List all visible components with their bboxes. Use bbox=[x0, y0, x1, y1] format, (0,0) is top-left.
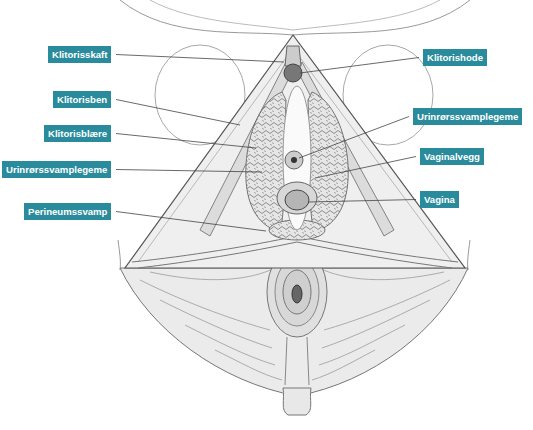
vestibule-ellipse bbox=[285, 190, 309, 210]
pelvic-floor-g-path bbox=[312, 350, 375, 380]
clitoris-head bbox=[284, 46, 302, 82]
label-box: Klitorisben bbox=[53, 91, 111, 108]
pelvic-floor-g-path bbox=[150, 268, 275, 280]
clitoral-crura-path bbox=[298, 62, 394, 236]
pelvic-floor bbox=[120, 247, 468, 415]
label-text: Klitorisblære bbox=[48, 128, 107, 139]
leader-lines-line bbox=[116, 212, 266, 232]
pelvic-floor-g-path bbox=[319, 325, 405, 365]
vestibule-ellipse bbox=[277, 182, 317, 214]
pelvic-floor-path bbox=[283, 388, 311, 415]
leader-lines-line bbox=[300, 58, 419, 74]
label-box: Urinrørssvamplegeme bbox=[413, 108, 522, 125]
label-box: Klitorishode bbox=[423, 49, 487, 66]
label-text: Perineumssvamp bbox=[28, 206, 107, 217]
pelvic-floor-g-path bbox=[185, 325, 275, 365]
pelvic-floor-g-path bbox=[319, 268, 444, 280]
pelvic-floor-g-path bbox=[324, 280, 450, 330]
perineal-muscles-path bbox=[297, 242, 452, 268]
vestibule bbox=[277, 86, 317, 230]
urogenital-triangle-path bbox=[125, 35, 465, 268]
leader-lines-line bbox=[116, 100, 240, 126]
vestibule-circle bbox=[291, 157, 297, 163]
pelvic-floor-g-path bbox=[215, 350, 282, 380]
perineal-muscles-path bbox=[297, 236, 458, 262]
label-box: Vagina bbox=[420, 191, 459, 208]
pelvic-floor-ellipse bbox=[283, 270, 311, 314]
outer-contours-path bbox=[120, 0, 470, 35]
pelvic-floor-ellipse bbox=[292, 285, 302, 303]
leader-lines-line bbox=[116, 170, 262, 173]
urogenital-triangle bbox=[125, 35, 465, 268]
label-text: Klitorishode bbox=[427, 52, 483, 63]
label-box: Klitorisskaft bbox=[48, 46, 111, 63]
label-text: Urinrørssvamplegeme bbox=[417, 111, 518, 122]
pelvic-floor-g-path bbox=[322, 300, 430, 348]
label-text: Klitorisben bbox=[57, 94, 107, 105]
clitoris-head-path bbox=[285, 46, 301, 66]
leader-lines-line bbox=[116, 55, 284, 63]
perineal-muscles bbox=[132, 236, 458, 268]
pelvic-floor-path bbox=[285, 337, 309, 385]
leader-lines-line bbox=[315, 157, 416, 179]
clitoral-crura-path bbox=[200, 62, 292, 236]
label-box: Klitorisblære bbox=[44, 125, 111, 142]
label-box: Perineumssvamp bbox=[24, 203, 111, 220]
label-box: Vaginalvegg bbox=[420, 148, 484, 165]
label-text: Urinrørssvamplegeme bbox=[6, 164, 107, 175]
outer-contours-path bbox=[150, 0, 440, 30]
vestibular-bulbs-path bbox=[246, 92, 286, 232]
outer-contours bbox=[118, 0, 470, 270]
perineal-muscles-path bbox=[138, 242, 297, 268]
leader-lines bbox=[116, 55, 419, 232]
urogenital-triangle-path bbox=[138, 48, 452, 262]
leader-lines-line bbox=[299, 117, 409, 159]
outer-contours-path bbox=[118, 240, 120, 270]
outer-contours-path bbox=[468, 240, 470, 270]
leader-lines-line bbox=[116, 134, 256, 149]
label-text: Vagina bbox=[424, 194, 455, 205]
pelvic-floor-g-path bbox=[140, 280, 270, 330]
label-text: Klitorisskaft bbox=[52, 49, 107, 60]
clitoral-crura bbox=[200, 62, 394, 236]
leader-lines-line bbox=[308, 200, 416, 203]
vestibule-circle bbox=[285, 151, 303, 169]
label-text: Vaginalvegg bbox=[424, 151, 480, 162]
label-box: Urinrørssvamplegeme bbox=[2, 161, 111, 178]
perineal-muscles-path bbox=[132, 236, 297, 262]
vestibular-bulbs-path bbox=[308, 92, 348, 232]
clitoris-head-circle bbox=[284, 64, 302, 82]
